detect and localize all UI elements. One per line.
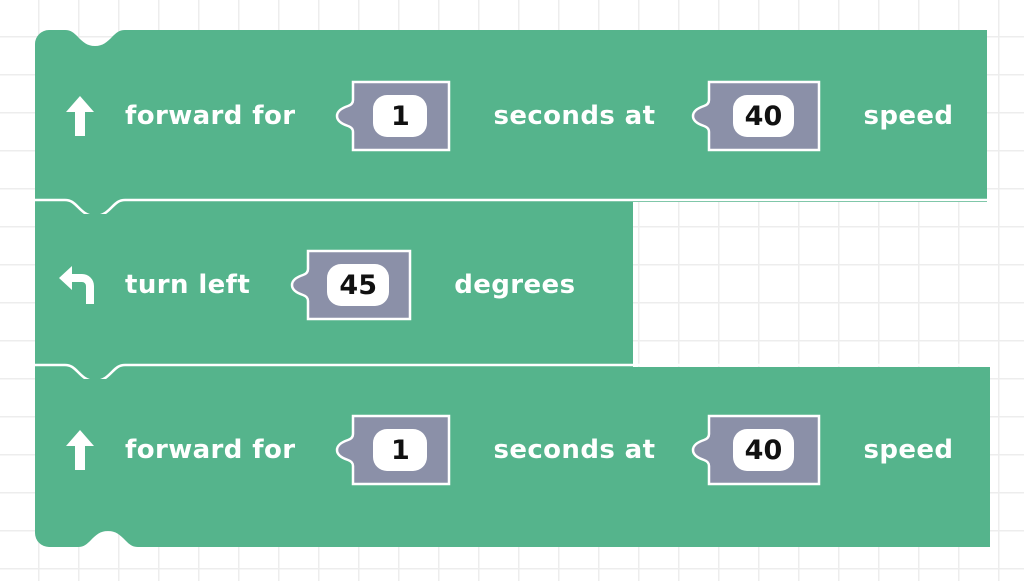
block-label-speed: speed	[863, 435, 954, 465]
block-drive-forward-2[interactable]: forward for 1 seconds at 40 speed	[35, 367, 990, 547]
value-slot-speed[interactable]: 40	[691, 80, 821, 152]
degrees-value-input[interactable]: 45	[327, 264, 389, 306]
turn-left-arrow-icon	[57, 262, 103, 308]
block-turn-left[interactable]: turn left 45 degrees	[35, 202, 633, 368]
block-label-forward-for: forward for	[125, 101, 296, 131]
arrow-up-icon	[57, 93, 103, 139]
speed-value-input[interactable]: 40	[732, 95, 795, 137]
arrow-up-icon	[57, 427, 103, 473]
block-label-degrees: degrees	[454, 270, 576, 300]
block-shape	[35, 367, 990, 547]
block-label-turn-left: turn left	[125, 270, 251, 300]
block-label-seconds-at: seconds at	[493, 101, 656, 131]
speed-value-input[interactable]: 40	[732, 429, 795, 471]
block-label-seconds-at: seconds at	[493, 435, 656, 465]
block-drive-forward-1[interactable]: forward for 1 seconds at 40 speed	[35, 30, 987, 202]
block-label-forward-for: forward for	[125, 435, 296, 465]
value-slot-seconds[interactable]: 1	[335, 80, 451, 152]
value-slot-degrees[interactable]: 45	[290, 249, 412, 321]
seconds-value-input[interactable]: 1	[373, 95, 428, 137]
seconds-value-input[interactable]: 1	[373, 429, 428, 471]
value-slot-speed[interactable]: 40	[691, 414, 821, 486]
value-slot-seconds[interactable]: 1	[335, 414, 451, 486]
block-label-speed: speed	[863, 101, 954, 131]
block-shape	[35, 30, 987, 202]
